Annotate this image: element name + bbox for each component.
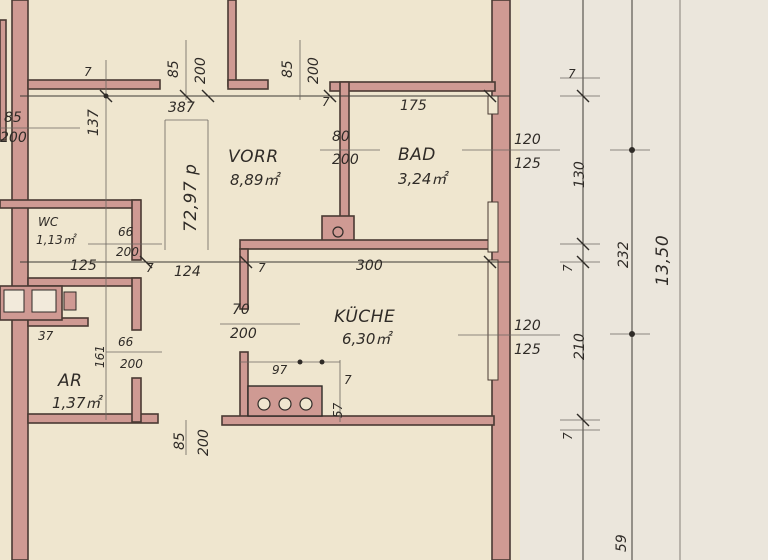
dim-window-bad-width: 120	[514, 132, 541, 148]
room-area-kueche: 6,30㎡	[342, 330, 393, 348]
wall-bad-kueche	[239, 239, 495, 250]
dim-door-left-height: 200	[0, 130, 27, 146]
dim-stove-57: 57	[331, 402, 345, 418]
wall-bottom-left	[27, 413, 159, 424]
left-shafts	[3, 289, 77, 313]
mark-7-b: 7	[322, 95, 330, 109]
dim-door-top-b-height: 200	[306, 57, 322, 84]
room-area-bad: 3,24㎡	[398, 170, 449, 188]
wall-wc-bottom	[27, 277, 141, 287]
dim-door-bad-width: 80	[332, 129, 350, 145]
dim-window-bad-height: 125	[514, 156, 541, 172]
dim-door-bottom-width: 85	[172, 432, 188, 450]
mark-7-h: 7	[344, 373, 352, 387]
room-labels: VORR 8,89㎡ BAD 3,24㎡ KÜCHE 6,30㎡ WC 1,13…	[36, 145, 449, 412]
dim-door-top-a-width: 85	[166, 60, 182, 78]
dim-wall-137: 137	[86, 109, 102, 136]
dim-125: 125	[70, 258, 97, 274]
dim-right-232: 232	[616, 241, 632, 268]
wall-top-right	[329, 81, 496, 92]
dim-door-bad-height: 200	[332, 152, 359, 168]
dim-door-bottom-height: 200	[196, 429, 212, 456]
dim-wc-door-width: 66	[118, 225, 134, 239]
stove-burner-3	[299, 397, 313, 411]
dim-door-top-b-width: 85	[280, 60, 296, 78]
dimension-lines	[0, 0, 681, 560]
room-name-vorr: VORR	[228, 147, 279, 167]
wall-top-mid	[227, 79, 269, 90]
stove	[247, 385, 323, 417]
stove-burner-1	[257, 397, 271, 411]
dim-window-kueche-height: 125	[514, 342, 541, 358]
dim-bad-width: 175	[400, 98, 427, 114]
wall-top-stub	[227, 0, 237, 87]
dim-door-kueche-height: 200	[230, 326, 257, 342]
dim-wc-door-height: 200	[116, 245, 139, 259]
dim-vertical-label: 72,97 p	[181, 164, 201, 232]
room-name-wc: WC	[38, 215, 59, 229]
window-bad	[487, 201, 499, 253]
wall-ar-right-low	[131, 377, 142, 423]
dim-door-left-width: 85	[4, 110, 22, 126]
dim-ar-161: 161	[93, 345, 107, 368]
paper-right-margin	[520, 0, 768, 560]
room-name-bad: BAD	[398, 145, 436, 165]
dim-ar-door-width: 66	[118, 335, 134, 349]
dim-door-kueche-width: 70	[232, 302, 250, 318]
dim-right-130: 130	[572, 161, 588, 188]
dim-300: 300	[356, 258, 383, 274]
dim-vorr-width: 387	[168, 100, 195, 116]
dim-ar-door-height: 200	[120, 357, 143, 371]
wall-kueche-left	[239, 248, 249, 310]
dim-124: 124	[174, 264, 201, 280]
dim-window-kueche-width: 120	[514, 318, 541, 334]
mark-7-c: 7	[258, 261, 266, 275]
walls	[0, 0, 511, 560]
wall-wc-right	[131, 199, 142, 261]
dim-ar-37: 37	[38, 329, 54, 343]
room-name-kueche: KÜCHE	[334, 305, 395, 327]
dimension-labels: 85 200 85 200 387 175 85 200 137 80 200 …	[0, 57, 673, 552]
room-area-ar: 1,37㎡	[52, 394, 103, 412]
mark-7-g: 7	[561, 432, 575, 440]
mark-7-d: 7	[146, 261, 154, 275]
wall-wc-top	[0, 199, 141, 209]
room-name-ar: AR	[57, 371, 82, 391]
mark-7-a: 7	[84, 65, 92, 79]
mark-7-f: 7	[561, 264, 575, 272]
wall-left-a	[11, 0, 29, 560]
wall-bottom-right	[221, 415, 495, 426]
window-kueche	[487, 259, 499, 381]
room-area-vorr: 8,89㎡	[230, 171, 281, 189]
dim-right-59: 59	[614, 534, 630, 552]
wall-ar-right-top	[131, 277, 142, 331]
dim-stove-97: 97	[272, 363, 288, 377]
dim-door-top-a-height: 200	[193, 57, 209, 84]
wall-left-edge	[0, 19, 7, 141]
mark-7-e: 7	[568, 67, 576, 81]
dim-right-210: 210	[572, 333, 588, 360]
wall-top-left	[27, 79, 161, 90]
stove-burner-2	[278, 397, 292, 411]
room-area-wc: 1,13㎡	[36, 233, 78, 247]
dim-right-1350: 13,50	[653, 235, 673, 286]
shaft-pipe	[332, 226, 344, 238]
